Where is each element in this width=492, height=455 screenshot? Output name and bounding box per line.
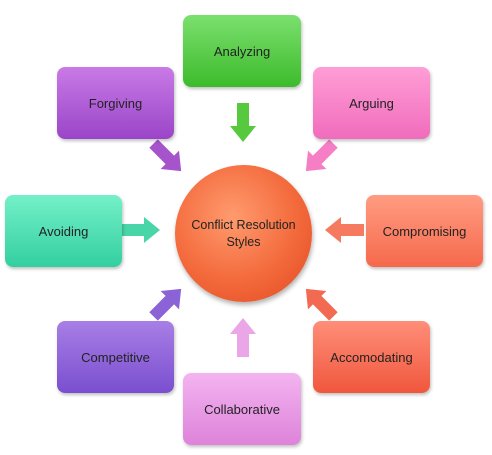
node-arguing-label: Arguing [349,95,394,111]
node-collaborative: Collaborative [183,373,301,445]
arrow-arguing [305,139,338,172]
center-label: Conflict Resolution Styles [191,217,296,249]
arrow-accomodating [305,288,338,321]
node-compromising: Compromising [366,195,483,267]
node-arguing: Arguing [313,67,430,139]
node-avoiding-label: Avoiding [38,223,89,239]
center-circle: Conflict Resolution Styles [175,165,312,302]
node-compromising-label: Compromising [382,223,467,239]
node-avoiding: Avoiding [5,195,122,267]
node-analyzing: Analyzing [183,15,301,87]
arrow-collaborative [230,318,256,357]
arrow-analyzing [230,103,256,142]
arrow-competitive [149,288,182,321]
arrow-forgiving [149,139,182,172]
node-accomodating: Accomodating [313,321,430,393]
node-competitive: Competitive [57,321,174,393]
node-forgiving-label: Forgiving [88,95,143,111]
node-competitive-label: Competitive [81,349,150,365]
arrow-compromising [325,217,364,243]
node-analyzing-label: Analyzing [213,43,271,59]
node-collaborative-label: Collaborative [204,401,280,417]
arrow-avoiding [121,217,160,243]
node-forgiving: Forgiving [57,67,174,139]
node-accomodating-label: Accomodating [330,349,413,365]
